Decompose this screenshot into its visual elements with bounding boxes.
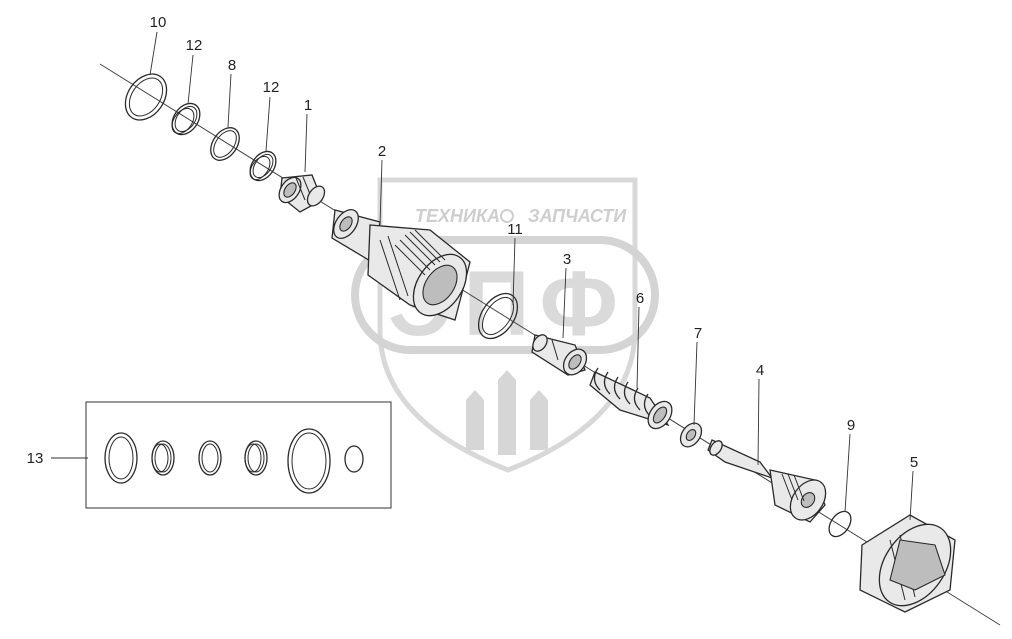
part-2-valve-body — [331, 209, 471, 321]
watermark: ТЕХНИКА ЗАПЧАСТИ ЭПФ — [351, 177, 659, 473]
callout-12-second: 12 — [263, 79, 280, 96]
callout-4: 4 — [756, 362, 764, 379]
part-7-washer — [679, 422, 703, 448]
kit-backup-ring — [151, 440, 175, 476]
part-12-backup-ring — [171, 102, 201, 136]
watermark-text-right: ЗАПЧАСТИ — [528, 206, 627, 226]
part-11-o-ring — [477, 292, 519, 340]
callout-10: 10 — [150, 14, 167, 31]
kit-backup-ring-second — [244, 440, 268, 476]
part-10-o-ring — [124, 73, 168, 121]
kit-o-ring-extra-large — [287, 428, 331, 494]
part-1-seal-sleeve — [278, 174, 326, 213]
callout-7: 7 — [694, 325, 702, 342]
part-8-o-ring — [210, 127, 240, 161]
callout-5: 5 — [910, 454, 918, 471]
gear-icon — [500, 209, 514, 223]
callout-12: 12 — [186, 37, 203, 54]
wheat-icon — [466, 370, 548, 455]
callout-9: 9 — [847, 417, 855, 434]
part-3-poppet — [531, 334, 588, 376]
leader-lines — [51, 31, 914, 521]
part-6-spring — [589, 367, 673, 430]
callout-3: 3 — [563, 251, 571, 268]
callout-13: 13 — [27, 450, 44, 467]
part-4-adjusting-screw — [707, 439, 827, 523]
watermark-oval — [351, 236, 659, 354]
callout-11: 11 — [507, 221, 523, 238]
kit-o-ring-large — [104, 432, 138, 484]
repair-kit-box — [85, 401, 392, 509]
watermark-shield — [377, 177, 638, 473]
part-5-cap-nut — [859, 514, 956, 613]
callout-2: 2 — [378, 143, 386, 160]
part-12-backup-ring-second — [249, 150, 277, 182]
watermark-text-left: ТЕХНИКА — [415, 206, 500, 226]
callouts: 10 12 8 12 1 2 11 3 6 7 4 9 5 13 — [27, 14, 919, 471]
callout-8: 8 — [228, 57, 236, 74]
part-9-seal-disc — [828, 510, 852, 538]
callout-1: 1 — [304, 97, 312, 114]
kit-seal-disc — [344, 445, 364, 473]
callout-6: 6 — [636, 290, 644, 307]
kit-o-ring-small — [198, 440, 222, 476]
